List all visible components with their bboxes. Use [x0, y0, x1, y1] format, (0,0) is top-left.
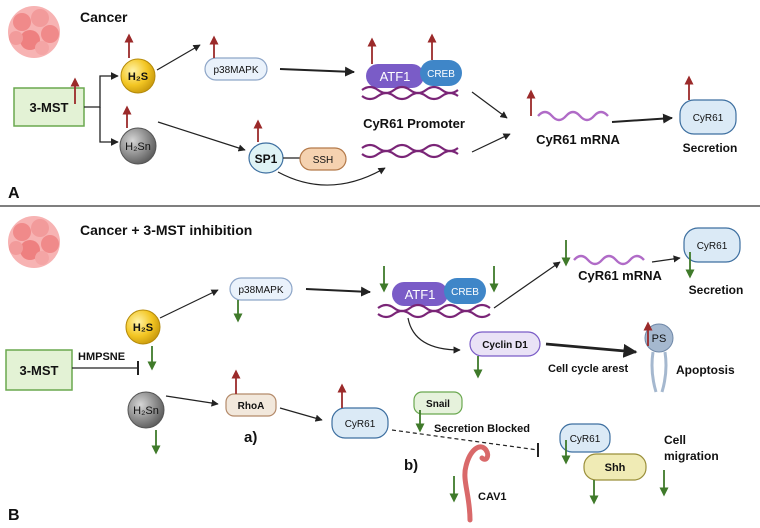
cav1-label: CAV1 — [478, 491, 507, 503]
panel-b-letter: B — [8, 507, 20, 524]
snail-pill — [413, 391, 463, 415]
h2s-molecule-b — [125, 309, 161, 345]
cyr61-protein-top — [683, 227, 741, 263]
cyr61-label-mid: CyR61 — [345, 419, 376, 430]
h2sn-label-a: H₂Sn — [125, 141, 151, 153]
label-b-marker: b) — [404, 457, 418, 474]
atf1-pill-a — [366, 64, 424, 88]
ssh-label: SSH — [313, 155, 334, 166]
mrna-to-cyr61-arrow-b — [651, 255, 681, 263]
apoptosis-label: Apoptosis — [676, 363, 735, 377]
mrna-to-cyr61-arrow — [611, 113, 673, 124]
rhoa-pill — [225, 393, 277, 417]
mrna-label-a: CyR61 mRNA — [536, 132, 620, 147]
p38-to-atf1-arrow-b — [305, 286, 371, 297]
cyr61-protein-mid — [331, 407, 389, 439]
mst-to-h2s-arrow — [84, 72, 119, 108]
inhibitor-label: HMPSNE — [78, 351, 125, 363]
h2s-to-p38-arrow — [156, 44, 201, 71]
rhoa-label: RhoA — [238, 401, 265, 412]
cav1-icon — [462, 444, 491, 523]
secretion-blocked-line — [391, 429, 539, 451]
h2sn-to-sp1-arrow — [157, 121, 246, 152]
atf1-to-mrna-arrow-b — [493, 261, 561, 309]
h2sn-to-rhoa-arrow — [165, 395, 219, 407]
phosphatidylserine-icon — [644, 323, 674, 393]
p38-to-atf1-arrow — [279, 66, 355, 77]
p38mapk-pill-b — [229, 277, 293, 301]
panel-a-letter: A — [8, 185, 20, 202]
dna-helix-icon — [361, 143, 459, 159]
atf1-pill-b — [392, 282, 448, 306]
mrna-label-b: CyR61 mRNA — [578, 268, 662, 283]
mrna-wave-icon — [573, 254, 645, 266]
snail-label: Snail — [426, 399, 450, 410]
h2s-label-b: H₂S — [133, 322, 153, 334]
cyclin-d1-label: Cyclin D1 — [482, 340, 528, 351]
label-a-marker: a) — [244, 429, 257, 446]
cyr61-label-top: CyR61 — [697, 241, 728, 252]
shh-label: Shh — [605, 462, 626, 474]
atf1-to-mrna-arrow — [471, 91, 508, 119]
h2s-molecule-a — [120, 58, 156, 94]
sp1-label: SP1 — [255, 152, 278, 166]
mst-to-h2sn-arrow — [99, 107, 119, 146]
atf1-to-cyclin-arrow — [407, 317, 461, 354]
h2s-to-p38-arrow-b — [159, 289, 219, 319]
atf1-label-b: ATF1 — [405, 287, 436, 302]
mst-label-b: 3-MST — [20, 363, 59, 378]
h2sn-label-b: H₂Sn — [133, 405, 159, 417]
cyr61-protein-a — [679, 99, 737, 135]
secretion-label-a: Secretion — [683, 141, 738, 155]
sp1-to-dna-arrow — [277, 167, 386, 186]
creb-label-a: CREB — [427, 69, 455, 80]
mst-label-a: 3-MST — [30, 100, 69, 115]
promoter-label: CyR61 Promoter — [363, 116, 465, 131]
cyclin-to-apoptosis-arrow — [545, 342, 638, 358]
mst-box-b — [5, 349, 73, 391]
dna-helix-icon — [377, 303, 491, 319]
secretion-label-b: Secretion — [689, 283, 744, 297]
shh-pill — [583, 453, 647, 481]
p38mapk-label-b: p38MAPK — [238, 285, 283, 296]
cell-migration-label-1: Cell — [664, 433, 686, 447]
cell-migration-label-2: migration — [664, 449, 719, 463]
secretion-blocked-label: Secretion Blocked — [434, 423, 530, 435]
creb-pill-a — [420, 60, 462, 86]
atf1-label-a: ATF1 — [380, 69, 411, 84]
cyr61-label-a: CyR61 — [693, 113, 724, 124]
p38mapk-pill-a — [204, 57, 268, 81]
h2s-label-a: H₂S — [128, 71, 148, 83]
mst-box-a — [13, 87, 85, 127]
panel-a-title: Cancer — [80, 9, 128, 25]
creb-pill-b — [444, 278, 486, 304]
cyr61-label-right: CyR61 — [570, 434, 601, 445]
tumor-icon — [8, 6, 60, 58]
dna-to-mrna-arrow — [471, 133, 511, 153]
dna-helix-icon — [361, 85, 459, 101]
tumor-icon — [8, 216, 60, 268]
creb-label-b: CREB — [451, 287, 479, 298]
cyclin-d1-pill — [469, 331, 541, 357]
h2sn-molecule-a — [119, 127, 157, 165]
cell-cycle-label: Cell cycle arest — [548, 363, 628, 375]
mrna-wave-icon — [537, 110, 609, 122]
ssh-pill — [299, 147, 347, 171]
cyr61-protein-right — [559, 423, 611, 453]
ps-label: PS — [652, 333, 667, 345]
p38mapk-label-a: p38MAPK — [213, 65, 258, 76]
h2sn-molecule-b — [127, 391, 165, 429]
panel-b: Cancer + 3-MST inhibition 3-MST HMPSNE H… — [5, 216, 744, 524]
panel-b-title: Cancer + 3-MST inhibition — [80, 222, 252, 238]
rhoa-to-cyr61-arrow — [279, 407, 323, 422]
panel-a: Cancer 3-MST H₂S H₂Sn p38MAPK ATF1 CREB — [8, 6, 737, 202]
